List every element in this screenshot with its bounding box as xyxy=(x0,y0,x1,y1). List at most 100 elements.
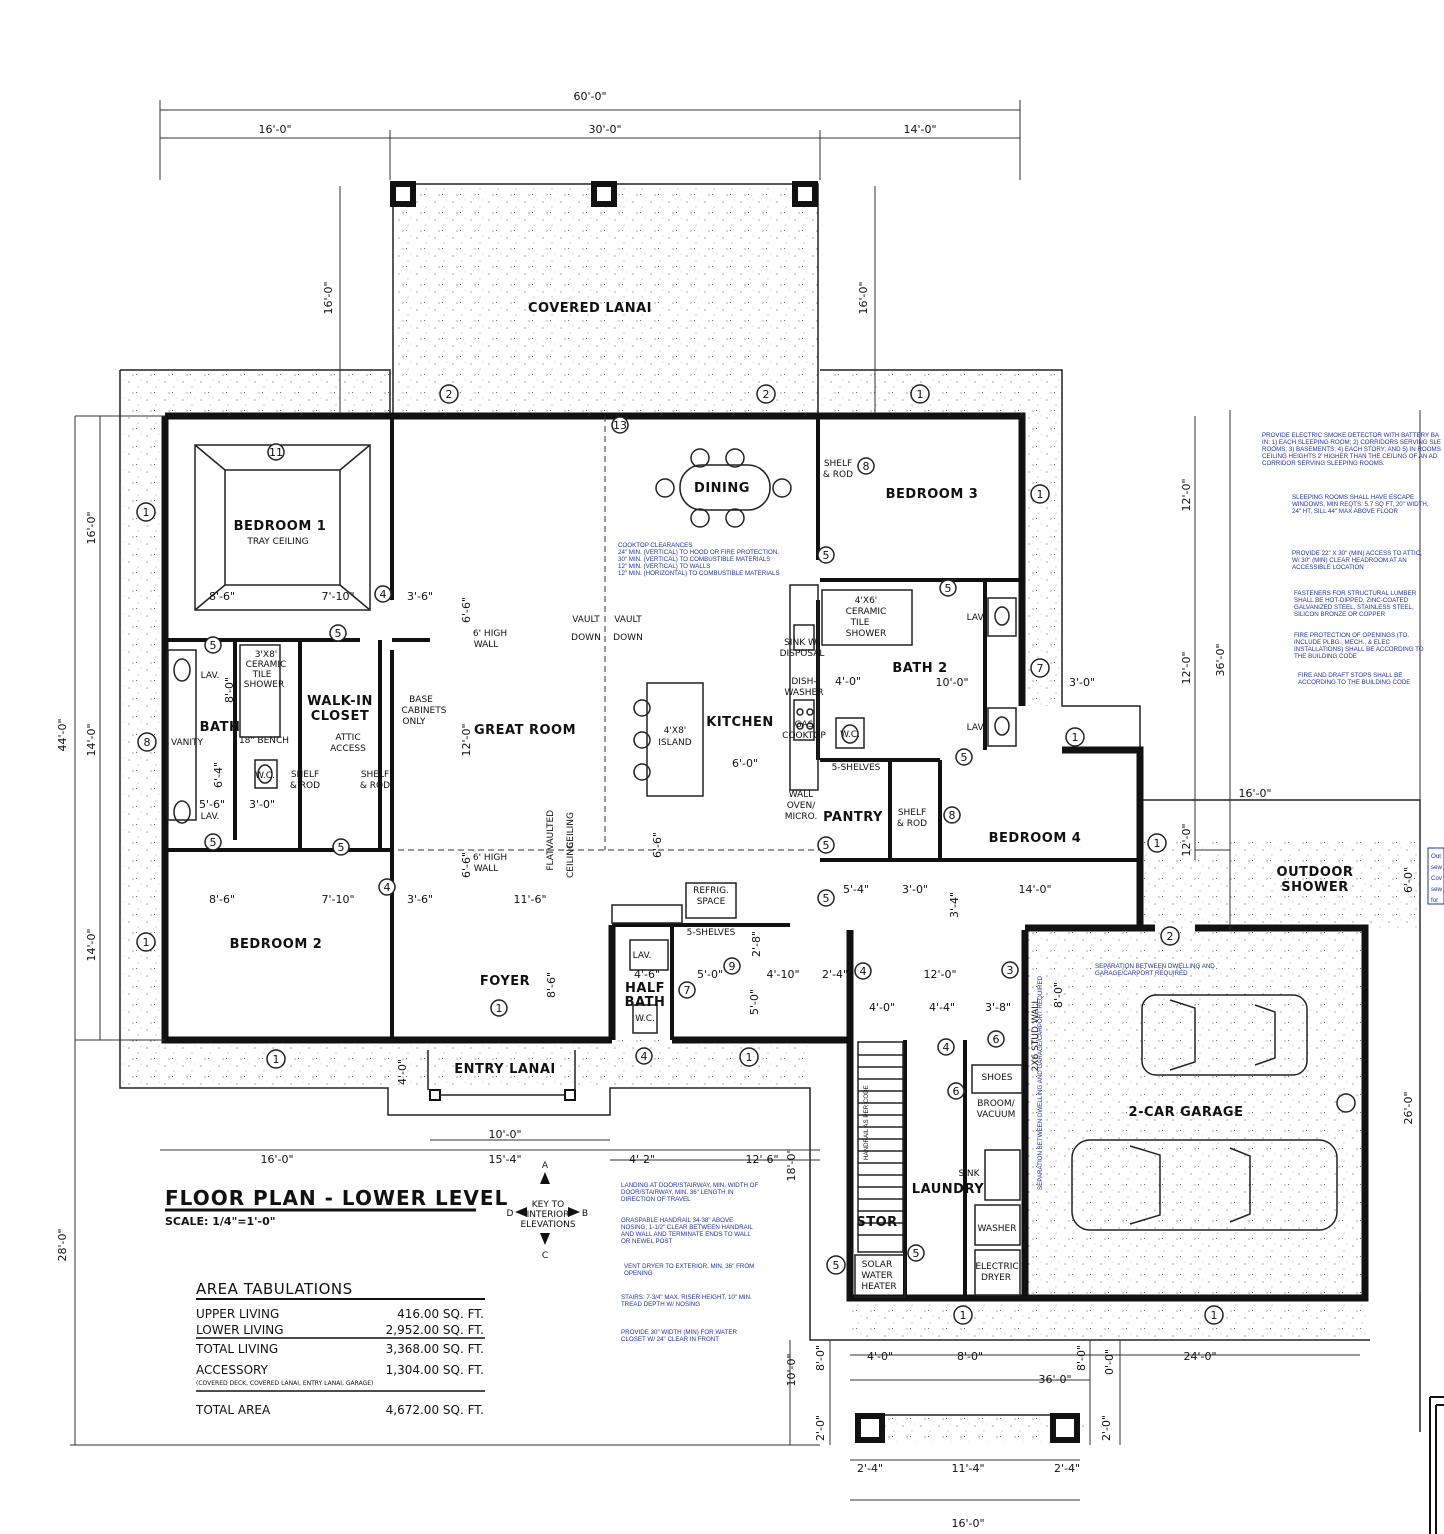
svg-text:SHELF: SHELF xyxy=(361,770,389,780)
svg-text:TOTAL LIVING: TOTAL LIVING xyxy=(195,1342,278,1356)
car-2 xyxy=(1071,1139,1338,1231)
door-window-tags: 2 2 1 13 11 1 1 8 5 4 5 5 5 7 8 1 5 8 5 … xyxy=(136,384,1356,1325)
svg-text:ACCORDING TO THE BUILDING CODE: ACCORDING TO THE BUILDING CODE xyxy=(1298,679,1410,686)
svg-text:Cov: Cov xyxy=(1431,875,1443,882)
fixtures xyxy=(167,589,1023,1298)
svg-text:11: 11 xyxy=(269,446,283,459)
svg-text:DISPOSAL: DISPOSAL xyxy=(780,649,825,659)
svg-text:6' HIGH: 6' HIGH xyxy=(473,629,507,639)
svg-text:1: 1 xyxy=(496,1002,503,1015)
svg-text:6: 6 xyxy=(953,1085,960,1098)
svg-text:1: 1 xyxy=(1154,837,1161,850)
svg-text:8'-6": 8'-6" xyxy=(209,590,235,603)
svg-text:8'-0": 8'-0" xyxy=(1052,982,1065,1008)
svg-text:3'-0": 3'-0" xyxy=(249,798,275,811)
svg-text:WINDOWS, MIN REQTS: 5.7 SQ FT,: WINDOWS, MIN REQTS: 5.7 SQ FT, 20" WIDTH… xyxy=(1292,501,1429,508)
svg-text:5: 5 xyxy=(335,627,342,640)
svg-text:sew: sew xyxy=(1431,864,1443,871)
tag-9 xyxy=(723,957,741,975)
svg-text:CLOSET W/ 24" CLEAR IN FRONT: CLOSET W/ 24" CLEAR IN FRONT xyxy=(621,1336,719,1343)
svg-text:ELEVATIONS: ELEVATIONS xyxy=(520,1220,575,1230)
svg-text:& ROD: & ROD xyxy=(360,781,390,791)
plan-title: FLOOR PLAN - LOWER LEVEL xyxy=(165,1186,508,1210)
svg-text:LAV.: LAV. xyxy=(201,812,220,822)
svg-text:HANDRAIL AS PER CODE: HANDRAIL AS PER CODE xyxy=(863,1085,870,1160)
dining-table xyxy=(655,448,792,528)
svg-text:COOKTOP: COOKTOP xyxy=(782,731,826,741)
svg-text:4'-10": 4'-10" xyxy=(766,968,799,981)
tag-7 xyxy=(678,981,696,999)
svg-text:SHOWER: SHOWER xyxy=(244,680,284,690)
svg-text:3'-6": 3'-6" xyxy=(407,590,433,603)
svg-text:2'-0": 2'-0" xyxy=(814,1415,827,1441)
svg-text:LOWER LIVING: LOWER LIVING xyxy=(196,1323,284,1337)
svg-text:2'-0": 2'-0" xyxy=(1100,1415,1113,1441)
svg-text:PROVIDE ELECTRIC SMOKE DETECTO: PROVIDE ELECTRIC SMOKE DETECTOR WITH BAT… xyxy=(1262,432,1440,439)
svg-text:WATER: WATER xyxy=(861,1271,892,1281)
svg-text:2'-4": 2'-4" xyxy=(857,1462,883,1475)
svg-text:13: 13 xyxy=(613,419,627,432)
svg-text:6'-4": 6'-4" xyxy=(212,762,225,788)
svg-text:W/ 30" (MIN) CLEAR HEADROOM AT: W/ 30" (MIN) CLEAR HEADROOM AT AN xyxy=(1292,557,1407,564)
svg-text:COOKTOP CLEARANCES: COOKTOP CLEARANCES xyxy=(618,542,692,549)
svg-text:LAV.: LAV. xyxy=(967,613,986,623)
svg-text:GALVANIZED STEEL, STAINLESS ST: GALVANIZED STEEL, STAINLESS STEEL, xyxy=(1294,604,1414,611)
svg-text:SHELF: SHELF xyxy=(898,808,926,818)
svg-text:W.C.: W.C. xyxy=(635,1014,655,1024)
svg-text:5: 5 xyxy=(210,836,217,849)
room-walk-in: WALK-IN xyxy=(307,694,373,709)
svg-text:2: 2 xyxy=(1167,930,1174,943)
svg-text:4,672.00 SQ. FT.: 4,672.00 SQ. FT. xyxy=(386,1403,484,1417)
room-bedroom1: BEDROOM 1 xyxy=(234,519,327,534)
tag-4 xyxy=(854,962,872,980)
svg-text:12'-0": 12'-0" xyxy=(1180,651,1193,684)
svg-text:VAULTED: VAULTED xyxy=(546,810,556,850)
svg-text:UPPER LIVING: UPPER LIVING xyxy=(196,1307,279,1321)
room-garage: 2-CAR GARAGE xyxy=(1129,1105,1244,1120)
dimension-text: 60'-0" 16'-0" 30'-0" 14'-0" 16'-0" 16'-0… xyxy=(56,90,1415,1530)
svg-text:4'-0": 4'-0" xyxy=(835,675,861,688)
svg-text:sew: sew xyxy=(1431,886,1443,893)
area-tabulations: AREA TABULATIONS UPPER LIVING 416.00 SQ.… xyxy=(195,1280,485,1417)
room-bath: BATH xyxy=(200,720,241,735)
tag-5 xyxy=(907,1244,925,1262)
svg-text:1: 1 xyxy=(960,1309,967,1322)
svg-text:5: 5 xyxy=(823,839,830,852)
svg-text:TRAY CEILING: TRAY CEILING xyxy=(246,537,308,547)
svg-text:INCLUDE PLBG., MECH., & ELEC: INCLUDE PLBG., MECH., & ELEC xyxy=(1294,639,1390,646)
svg-text:4: 4 xyxy=(380,588,387,601)
svg-text:6' HIGH: 6' HIGH xyxy=(473,853,507,863)
svg-text:2'-4": 2'-4" xyxy=(822,968,848,981)
svg-text:24" HT, SILL 44" MAX ABOVE FLO: 24" HT, SILL 44" MAX ABOVE FLOOR xyxy=(1292,508,1398,515)
svg-text:SOLAR: SOLAR xyxy=(862,1260,892,1270)
svg-text:TOTAL AREA: TOTAL AREA xyxy=(195,1403,271,1417)
entry-lanai-posts xyxy=(427,1050,576,1101)
area-heading: AREA TABULATIONS xyxy=(196,1280,353,1298)
svg-text:5: 5 xyxy=(945,582,952,595)
tag-5 xyxy=(955,748,973,766)
tag-2 xyxy=(756,384,776,404)
room-kitchen: KITCHEN xyxy=(706,715,773,730)
tag-4 xyxy=(937,1038,955,1056)
svg-text:SLEEPING ROOMS SHALL HAVE ESCA: SLEEPING ROOMS SHALL HAVE ESCAPE xyxy=(1292,494,1414,501)
svg-text:44'-0": 44'-0" xyxy=(56,718,69,751)
svg-text:CEILING: CEILING xyxy=(566,812,576,848)
svg-text:CERAMIC: CERAMIC xyxy=(846,607,887,617)
tag-1 xyxy=(490,999,508,1017)
svg-text:1: 1 xyxy=(746,1051,753,1064)
svg-text:ROOMS; 3) BASEMENTS; 4) EACH S: ROOMS; 3) BASEMENTS; 4) EACH STORY; AND … xyxy=(1262,446,1441,453)
svg-text:3: 3 xyxy=(1007,964,1014,977)
kitchen-island: 4'X8' ISLAND xyxy=(633,682,704,797)
svg-text:7'-10": 7'-10" xyxy=(321,893,354,906)
title-block: FLOOR PLAN - LOWER LEVEL SCALE: 1/4"=1'-… xyxy=(165,1186,508,1228)
room-outdoor-shower: OUTDOOR xyxy=(1277,865,1354,880)
svg-text:3,368.00 SQ. FT.: 3,368.00 SQ. FT. xyxy=(386,1342,484,1356)
svg-text:FLAT: FLAT xyxy=(546,849,556,871)
svg-text:6: 6 xyxy=(993,1033,1000,1046)
svg-text:7: 7 xyxy=(1037,662,1044,675)
elevation-key: A C D B KEY TO INTERIOR ELEVATIONS xyxy=(507,1161,589,1261)
svg-text:LAV.: LAV. xyxy=(967,723,986,733)
svg-text:5'-4": 5'-4" xyxy=(843,883,869,896)
svg-text:8: 8 xyxy=(863,460,870,473)
